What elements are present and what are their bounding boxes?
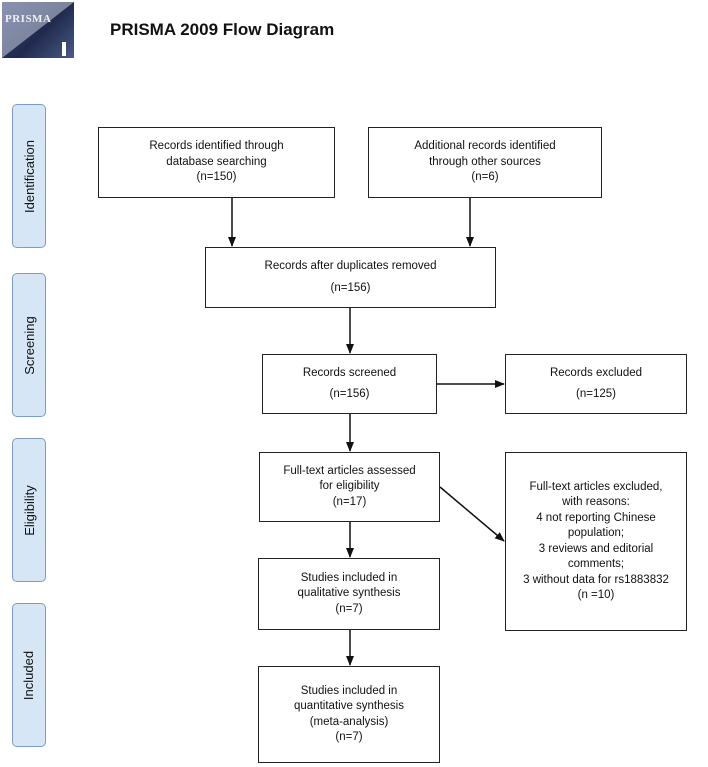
box-line: Records identified through — [149, 140, 284, 153]
box-line: (n=6) — [471, 171, 499, 184]
box-line: Studies included in — [300, 571, 398, 584]
box-line: Full-text articles excluded, — [529, 480, 663, 493]
stage-identification: Identification — [12, 104, 46, 248]
box-line: 4 not reporting Chinese — [536, 511, 656, 524]
box-fulltext-assessed: Full-text articles assessed for eligibil… — [259, 452, 440, 522]
box-line: with reasons: — [562, 496, 630, 508]
box-records-excluded: Records excluded (n=125) — [505, 354, 687, 414]
box-fulltext-excluded: Full-text articles excluded, with reason… — [505, 452, 687, 631]
box-other-sources: Additional records identified through ot… — [368, 127, 602, 198]
box-line: (n=7) — [335, 602, 363, 615]
box-line: (n=17) — [332, 495, 367, 508]
box-quantitative-synthesis: Studies included in quantitative synthes… — [258, 666, 440, 763]
stage-included: Included — [12, 603, 46, 747]
box-line: database searching — [166, 155, 267, 168]
box-line: population; — [567, 527, 625, 539]
box-line: (n=156) — [330, 281, 371, 294]
logo-bar — [62, 42, 66, 56]
box-line: quantitative synthesis — [294, 700, 404, 712]
box-line: (n=7) — [335, 731, 363, 743]
box-records-screened: Records screened (n=156) — [262, 354, 437, 414]
box-line: qualitative synthesis — [297, 587, 401, 600]
box-line: (n=125) — [576, 388, 616, 400]
box-line: Full-text articles assessed — [283, 464, 416, 477]
box-database-records: Records identified through database sear… — [98, 127, 335, 198]
logo-text: PRISMA — [5, 13, 52, 25]
box-line: Additional records identified — [414, 140, 556, 153]
box-line: (meta-analysis) — [309, 715, 389, 728]
box-line: for eligibility — [319, 480, 380, 493]
page-title: PRISMA 2009 Flow Diagram — [110, 20, 335, 39]
prisma-logo: PRISMA — [2, 2, 74, 58]
box-line: 3 reviews and editorial — [538, 542, 654, 555]
box-line: (n=150) — [196, 171, 237, 184]
stage-eligibility: Eligibility — [12, 438, 46, 582]
box-line: Records after duplicates removed — [264, 260, 437, 272]
box-line: comments; — [567, 558, 625, 570]
box-line: Records excluded — [549, 366, 643, 379]
box-line: Studies included in — [300, 684, 398, 697]
box-line: Records screened — [302, 366, 397, 379]
box-qualitative-synthesis: Studies included in qualitative synthesi… — [258, 558, 440, 630]
stage-screening: Screening — [12, 273, 46, 417]
arrow-fulltext-to-excluded — [439, 486, 505, 542]
box-line: (n =10) — [577, 589, 615, 601]
box-line: (n=156) — [329, 388, 370, 400]
box-line: 3 without data for rs1883832 — [523, 573, 669, 586]
box-duplicates-removed: Records after duplicates removed (n=156) — [205, 247, 496, 308]
box-line: through other sources — [429, 155, 541, 168]
